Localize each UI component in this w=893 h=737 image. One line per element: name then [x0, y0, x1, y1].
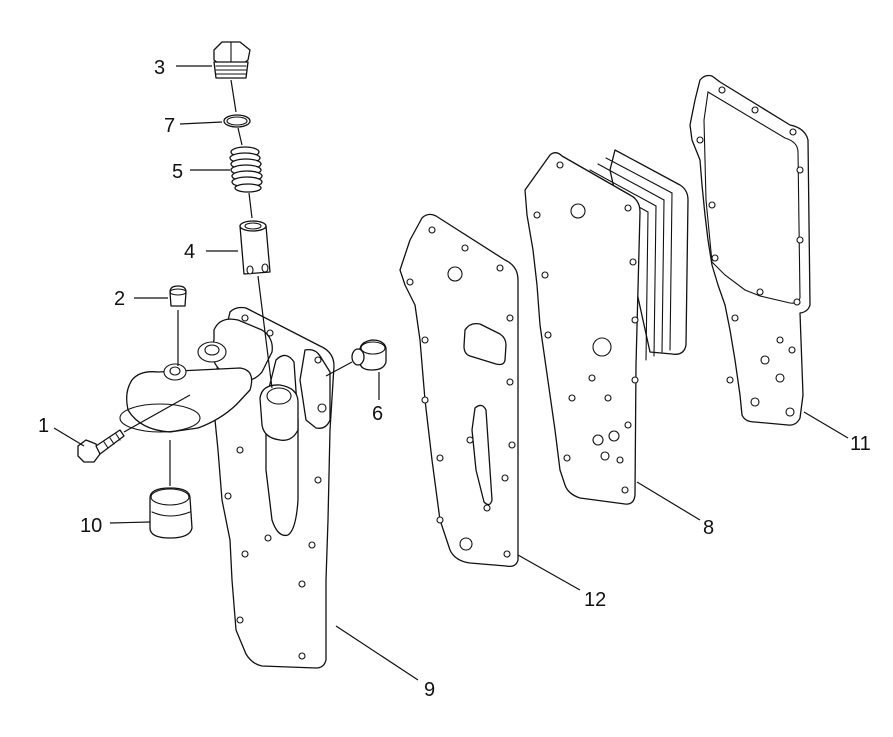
callout-5: 5 [172, 161, 183, 183]
callout-8: 8 [703, 517, 714, 539]
part-12-gasket [399, 213, 519, 568]
part-7-o-ring [223, 114, 251, 128]
part-5-spring [229, 146, 263, 193]
part-8-oil-cooler [524, 149, 689, 505]
part-9-housing [119, 306, 335, 669]
callout-leaders [53, 65, 849, 681]
callout-6: 6 [372, 403, 383, 425]
callout-10: 10 [80, 515, 102, 537]
callout-12: 12 [584, 589, 606, 611]
callout-9: 9 [424, 679, 435, 701]
part-4-valve [239, 220, 271, 275]
callout-1: 1 [38, 415, 49, 437]
callout-2: 2 [114, 288, 125, 310]
callout-11: 11 [850, 433, 871, 455]
part-3-plug [213, 41, 251, 79]
part-10-cap [149, 487, 193, 539]
callout-labels: 3 7 5 4 2 1 10 6 9 12 8 11 [38, 57, 871, 701]
part-2-plug [169, 285, 187, 307]
callout-7: 7 [164, 115, 175, 137]
part-6-plug [351, 339, 387, 371]
part-11-gasket [689, 74, 811, 426]
callout-3: 3 [154, 57, 165, 79]
part-1-bolt [77, 429, 125, 463]
callout-4: 4 [184, 241, 195, 263]
